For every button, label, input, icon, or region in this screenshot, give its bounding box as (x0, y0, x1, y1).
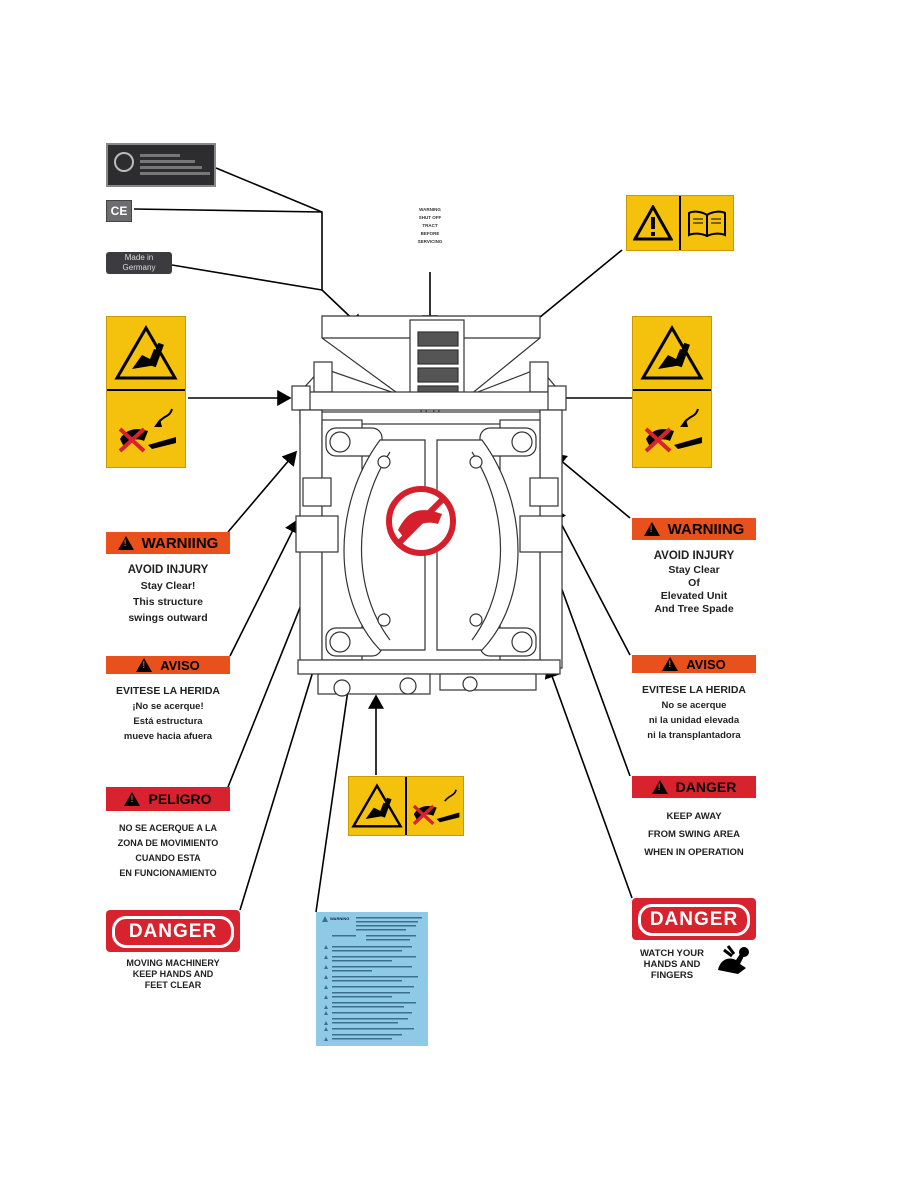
leader-right-warning (551, 452, 631, 519)
leader-left-warning (227, 450, 298, 533)
leader-left-aviso (229, 518, 300, 657)
right-crush-hazard-decal (632, 316, 712, 468)
manufacturer-nameplate (106, 143, 216, 187)
right-danger-swing-decal: DANGER KEEP AWAY FROM SWING AREA WHEN IN… (632, 776, 756, 866)
manual-book-icon (688, 210, 726, 237)
aviso-header: AVISO (632, 655, 756, 673)
tree-spade-machine-drawing (291, 315, 567, 697)
warning-triangle-icon (662, 657, 679, 671)
leader-nameplate (215, 167, 364, 330)
leader-ce (133, 208, 323, 213)
right-warning-decal: WARNIING AVOID INJURY Stay Clear Of Elev… (632, 518, 756, 615)
leader-right-aviso (551, 506, 631, 656)
no-touch-hand-icon (644, 408, 702, 453)
crush-hand-icon (640, 325, 704, 380)
crush-hand-icon (114, 325, 178, 380)
left-crush-hazard-decal (106, 316, 186, 468)
instruction-text-lines (322, 916, 422, 1041)
warning-triangle-icon (117, 536, 134, 550)
left-danger-moving-machinery-decal: DANGER MOVING MACHINERY KEEP HANDS AND F… (106, 910, 240, 994)
leader-right-danger-hands (544, 663, 633, 899)
peligro-header: PELIGRO (106, 787, 230, 811)
warning-triangle-icon (124, 792, 141, 806)
warning-header: WARNIING (632, 518, 756, 540)
made-in-germany-plate: Made in Germany (106, 252, 172, 274)
logo-icon (114, 152, 134, 172)
warning-triangle-icon (643, 522, 660, 536)
small-warning-decal: WARNING SHUT OFF TRACT BEFORE SERVICING (417, 207, 443, 244)
no-touch-hand-icon (118, 408, 176, 453)
warning-header: WARNIING (106, 532, 230, 554)
right-aviso-decal: AVISO EVITESE LA HERIDA No se acerque ni… (632, 655, 756, 747)
left-aviso-decal: AVISO EVITESE LA HERIDA ¡No se acerque! … (106, 656, 230, 750)
danger-pill: DANGER (638, 904, 750, 936)
ce-mark: CE (106, 200, 132, 222)
no-touch-hand-icon (412, 789, 460, 826)
instruction-header: WARNING (330, 916, 350, 921)
warning-triangle-icon (651, 780, 668, 794)
danger-header: DANGER (632, 776, 756, 798)
bottom-crush-hazard-decal (348, 776, 464, 836)
exclamation-triangle-icon (633, 205, 673, 241)
read-manual-warning-decal (626, 195, 734, 251)
pinched-hand-icon (718, 945, 749, 974)
peligro-decal: PELIGRO NO SE ACERQUE A LA ZONA DE MOVIM… (106, 787, 230, 883)
aviso-header: AVISO (106, 656, 230, 674)
safety-instruction-decal: WARNING (316, 912, 428, 1046)
leader-blue-instruction (315, 674, 357, 913)
leader-made-in (171, 264, 323, 291)
left-warning-decal: WARNIING AVOID INJURY Stay Clear! This s… (106, 532, 230, 624)
danger-pill: DANGER (112, 916, 234, 948)
leader-left-danger-moving (239, 653, 322, 911)
right-danger-hands-decal: DANGER WATCH YOUR HANDS AND FINGERS (632, 898, 756, 982)
crush-hand-icon (351, 783, 403, 828)
warning-triangle-icon (136, 658, 153, 672)
